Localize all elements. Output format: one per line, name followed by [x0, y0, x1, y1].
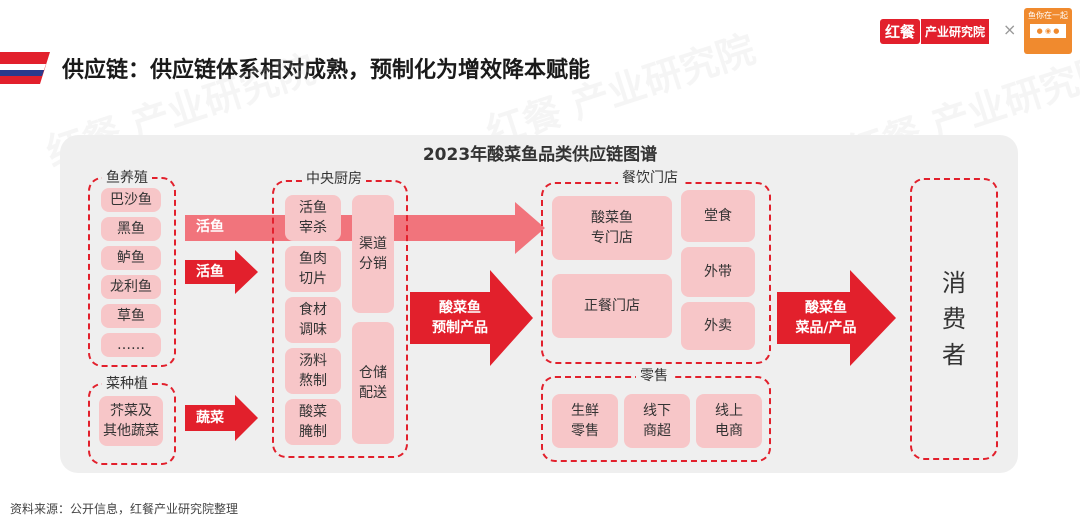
- kitchen-channel: 渠道 分销: [352, 195, 394, 313]
- brand-logo: 红餐 产业研究院: [880, 18, 990, 44]
- partner-logo: 鱼你在一起 ● ◉ ●: [1024, 8, 1072, 54]
- fish-item: 龙利鱼: [101, 275, 161, 299]
- restaurants-label: 餐饮门店: [618, 167, 682, 187]
- retail-item: 线下 商超: [624, 394, 690, 448]
- page-title: 供应链：供应链体系相对成熟，预制化为增效降本赋能: [62, 58, 591, 83]
- partner-logo-mark: ● ◉ ●: [1030, 24, 1066, 38]
- arrow-vegetables: [185, 395, 258, 441]
- arrow-to-consumer: [777, 270, 896, 366]
- veg-item: 芥菜及 其他蔬菜: [99, 396, 163, 446]
- fish-item: 草鱼: [101, 304, 161, 328]
- arrow-label-live-fish: 活鱼: [196, 264, 224, 280]
- central-kitchen-label: 中央厨房: [302, 168, 366, 188]
- source-note: 资料来源：公开信息，红餐产业研究院整理: [10, 502, 239, 516]
- kitchen-step: 食材 调味: [285, 297, 341, 343]
- kitchen-step: 酸菜 腌制: [285, 399, 341, 445]
- arrow-live-fish: [185, 250, 258, 294]
- fish-item: 鲈鱼: [101, 246, 161, 270]
- dining-mode: 外带: [681, 247, 755, 297]
- arrow-label-prepared: 酸菜鱼 预制产品: [432, 300, 488, 336]
- veg-farming-label: 菜种植: [102, 373, 152, 393]
- consumer-box: [910, 178, 998, 460]
- brand-name: 产业研究院: [921, 18, 990, 44]
- store-type: 正餐门店: [552, 274, 672, 338]
- diagram-title: 2023年酸菜鱼品类供应链图谱: [422, 145, 658, 165]
- arrow-label-live-fish-direct: 活鱼: [196, 219, 224, 235]
- arrow-prepared: [410, 270, 533, 366]
- dining-mode: 堂食: [681, 190, 755, 242]
- fish-item: 黑鱼: [101, 217, 161, 241]
- kitchen-step: 鱼肉 切片: [285, 246, 341, 292]
- consumer-label: 消 费 者: [942, 269, 966, 369]
- arrow-label-to-consumer: 酸菜鱼 菜品/产品: [795, 300, 857, 336]
- retail-label: 零售: [636, 365, 672, 385]
- kitchen-storage: 仓储 配送: [352, 322, 394, 444]
- store-type: 酸菜鱼 专门店: [552, 196, 672, 260]
- retail-item: 生鲜 零售: [552, 394, 618, 448]
- cross-icon: ×: [1003, 20, 1017, 39]
- fish-farming-label: 鱼养殖: [102, 167, 152, 187]
- kitchen-step: 汤料 熬制: [285, 348, 341, 394]
- brand-mark: 红餐: [880, 18, 921, 44]
- fish-item: ……: [101, 333, 161, 357]
- dining-mode: 外卖: [681, 302, 755, 350]
- retail-item: 线上 电商: [696, 394, 762, 448]
- header-accent-bar: [0, 52, 50, 84]
- arrow-label-vegetables: 蔬菜: [196, 410, 224, 426]
- fish-item: 巴沙鱼: [101, 188, 161, 212]
- partner-logo-text: 鱼你在一起: [1028, 11, 1068, 20]
- kitchen-step: 活鱼 宰杀: [285, 195, 341, 241]
